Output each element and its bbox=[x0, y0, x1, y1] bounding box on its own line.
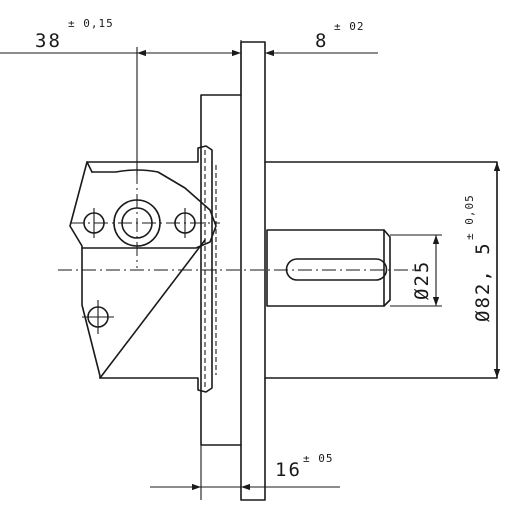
port-pad-outline bbox=[81, 169, 217, 249]
dim-8-tolerance: ± 02 bbox=[334, 20, 365, 33]
dimension-38: 38 ± 0,15 bbox=[0, 17, 242, 175]
output-shaft bbox=[266, 229, 391, 307]
flange-outline bbox=[200, 41, 266, 501]
housing-outline bbox=[69, 145, 213, 393]
dimension-16: 16 ± 05 bbox=[150, 445, 340, 500]
dim-8-value: 8 bbox=[315, 30, 328, 52]
dimension-8: 8 ± 02 bbox=[265, 20, 378, 57]
housing-chamfer bbox=[99, 239, 206, 379]
dim-38-tolerance: ± 0,15 bbox=[68, 17, 114, 30]
dim-25-value: Ø25 bbox=[411, 260, 433, 300]
dim-38-value: 38 bbox=[35, 30, 62, 52]
centerlines bbox=[58, 170, 420, 271]
dim-16-tolerance: ± 05 bbox=[303, 452, 334, 465]
motor-body bbox=[69, 145, 217, 393]
dim-82-value: Ø82, 5 bbox=[472, 241, 494, 322]
dimension-d25: Ø25 bbox=[390, 234, 442, 307]
dim-82-tolerance: ± 0,05 bbox=[463, 194, 476, 240]
ports-and-holes bbox=[82, 199, 196, 334]
shaft-keyway bbox=[285, 258, 388, 281]
port-pad-top bbox=[86, 161, 93, 173]
shaft-outline bbox=[266, 229, 391, 307]
main-port-inner bbox=[121, 207, 153, 239]
dimension-d82-5: Ø82, 5 ± 0,05 bbox=[463, 162, 501, 378]
dim-16-value: 16 bbox=[275, 459, 302, 481]
main-port-outer bbox=[113, 199, 161, 247]
mounting-flange bbox=[200, 41, 266, 501]
